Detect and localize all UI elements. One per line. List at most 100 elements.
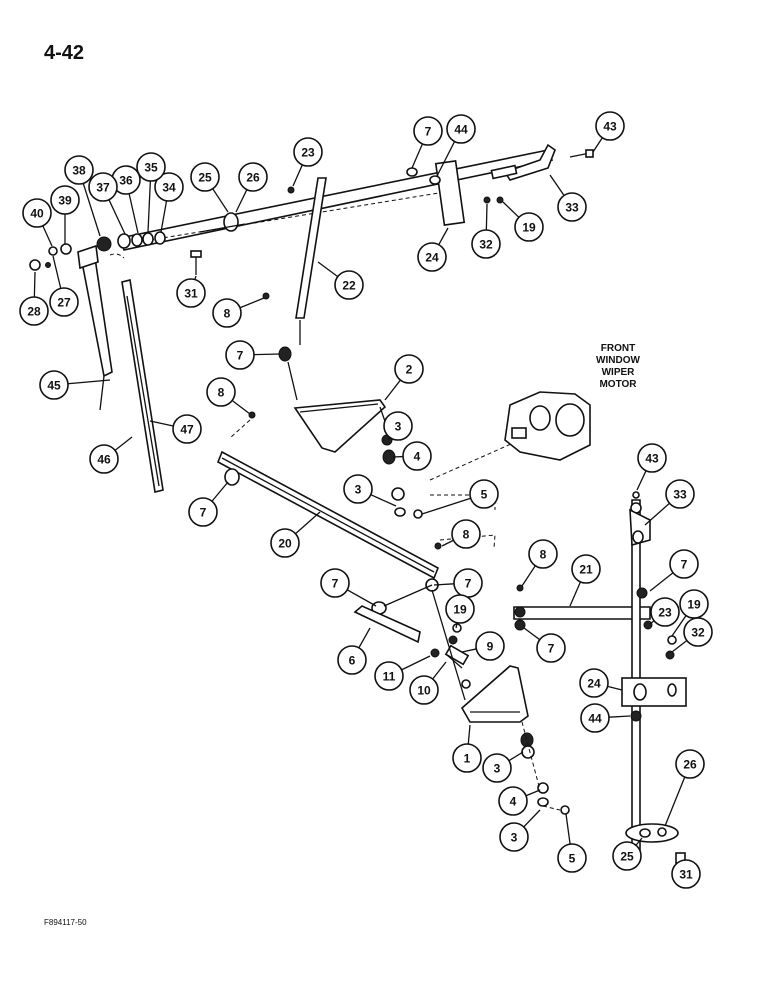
bell-crank-upper [293, 399, 389, 453]
wiper-blade [121, 279, 164, 493]
callout-number: 25 [620, 850, 634, 864]
callout-leader [253, 353, 281, 356]
callout-circle [675, 749, 705, 779]
callout-5: 5 [469, 479, 499, 509]
callout-leader [565, 813, 571, 845]
callout-35: 35 [136, 152, 166, 182]
callout-28: 28 [19, 296, 49, 326]
upper-crank-arm [295, 177, 327, 319]
callout-number: 3 [355, 483, 362, 497]
callout-circle [206, 377, 236, 407]
callout-number: 7 [237, 349, 244, 363]
callout-number: 2 [406, 363, 413, 377]
callout-leader [212, 188, 229, 213]
motor-label-line: MOTOR [599, 379, 637, 390]
callout-circle [451, 519, 481, 549]
callout-number: 44 [454, 123, 468, 137]
callout-3: 3 [343, 474, 373, 504]
callout-leader [114, 436, 133, 451]
callout-23: 23 [293, 137, 323, 167]
callout-leader [421, 497, 471, 515]
callout-7: 7 [188, 497, 218, 527]
callout-circle [514, 212, 544, 242]
callout-20: 20 [270, 528, 300, 558]
callout-circle [374, 661, 404, 691]
callout-leader [235, 189, 248, 213]
callout-circle [665, 479, 695, 509]
motor-label-line: FRONT [600, 343, 636, 354]
callout-circle [238, 162, 268, 192]
callout-33: 33 [557, 192, 587, 222]
callout-number: 39 [58, 194, 72, 208]
callout-number: 26 [683, 758, 697, 772]
callout-number: 10 [417, 684, 431, 698]
callout-number: 8 [463, 528, 470, 542]
callout-leader [455, 622, 458, 629]
callout-number: 6 [349, 654, 356, 668]
callout-8: 8 [451, 519, 481, 549]
callout-circle [669, 549, 699, 579]
callout-2: 2 [394, 354, 424, 384]
callout-leader [295, 511, 321, 535]
callout-number: 8 [224, 307, 231, 321]
callout-circle [557, 843, 587, 873]
callout-leader [346, 589, 377, 607]
callout-number: 22 [342, 279, 356, 293]
callout-number: 40 [30, 207, 44, 221]
callout-leader [636, 470, 647, 491]
callout-circle [469, 479, 499, 509]
callout-leader [42, 225, 53, 247]
callout-leader [644, 502, 670, 526]
motor-label: FRONT WINDOW WIPER MOTOR [580, 343, 656, 391]
callout-leader [358, 627, 371, 649]
callout-circle [39, 370, 69, 400]
callout-number: 27 [57, 296, 71, 310]
callout-leader [523, 809, 541, 828]
callout-circle [343, 474, 373, 504]
callout-number: 43 [645, 452, 659, 466]
callout-circle [172, 414, 202, 444]
callout-leader [649, 620, 655, 625]
callout-number: 23 [301, 146, 315, 160]
callout-circle [394, 354, 424, 384]
callout-circle [498, 786, 528, 816]
callout-3: 3 [499, 822, 529, 852]
callout-leader [461, 648, 477, 653]
callout-circle [337, 645, 367, 675]
callout-leader [147, 180, 152, 233]
callout-circle [446, 114, 476, 144]
callout-45: 45 [39, 370, 69, 400]
callout-27: 27 [49, 287, 79, 317]
callout-number: 34 [162, 181, 176, 195]
callout-number: 3 [494, 762, 501, 776]
callout-leader [635, 837, 643, 846]
callout-8: 8 [212, 298, 242, 328]
callout-number: 33 [673, 488, 687, 502]
callout-leader [441, 539, 454, 547]
callout-circle [320, 568, 350, 598]
lower-lever [353, 605, 421, 644]
callout-leader [549, 174, 565, 196]
callout-leader [411, 143, 424, 169]
callout-number: 26 [246, 171, 260, 185]
callout-number: 8 [218, 386, 225, 400]
callout-number: 47 [180, 423, 194, 437]
motor-label-line: WIPER [601, 367, 635, 378]
callout-leader [608, 715, 631, 718]
callout-19: 19 [679, 589, 709, 619]
callout-44: 44 [446, 114, 476, 144]
callout-number: 23 [658, 606, 672, 620]
callout-circle [528, 539, 558, 569]
mounting-plate [625, 823, 679, 843]
callout-8: 8 [206, 377, 236, 407]
callout-number: 5 [569, 852, 576, 866]
callout-leader [569, 581, 582, 607]
callout-leader [671, 640, 688, 653]
callout-leader [401, 655, 431, 671]
callout-4: 4 [498, 786, 528, 816]
callout-circle [190, 162, 220, 192]
callout-number: 11 [383, 670, 396, 684]
callout-leader [108, 199, 126, 235]
callout-9: 9 [475, 631, 505, 661]
callout-number: 25 [198, 171, 212, 185]
